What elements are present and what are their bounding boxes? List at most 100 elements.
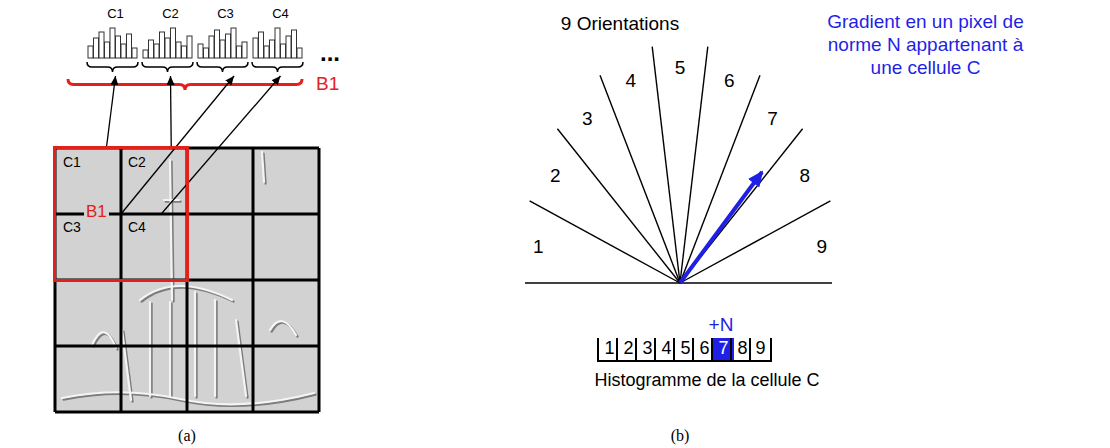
- histogram-bar: [281, 44, 286, 58]
- panel-caption: (b): [671, 426, 690, 445]
- cell-box: C4: [121, 214, 188, 279]
- grid-line: [55, 345, 319, 348]
- block-box: B1 C1 C2C3 C4: [53, 146, 189, 282]
- orientation-number: 2: [550, 164, 561, 187]
- histogram-bar: [204, 48, 209, 58]
- grid-line: [55, 411, 319, 414]
- cell-to-histogram-arrow: [170, 76, 172, 149]
- histogram-bar: [154, 44, 159, 58]
- histogram-bar: [110, 28, 115, 58]
- fan-line: [557, 129, 680, 283]
- histogram-bar: [116, 36, 121, 58]
- cell-brace: [87, 62, 138, 72]
- histogram-bar: [297, 48, 302, 58]
- cell-histogram: C4: [250, 6, 311, 76]
- histogram-bar: [226, 34, 231, 58]
- histogram-bar: [286, 36, 291, 58]
- histogram-bar: [242, 42, 247, 58]
- cell-to-histogram-arrow: [106, 76, 115, 149]
- cell-label: C1: [85, 6, 146, 21]
- cell-histogram: C3: [195, 6, 256, 76]
- cell-brace: [197, 62, 248, 72]
- orientation-number: 6: [724, 69, 735, 92]
- cell-histogram: C1: [85, 6, 146, 76]
- histogram-bar: [143, 50, 148, 58]
- orientation-number: 4: [626, 69, 637, 92]
- fan-line: [530, 201, 680, 283]
- gradient-arrow: [680, 172, 762, 283]
- histogram-bar: [264, 46, 269, 58]
- bin-number: 1: [599, 338, 620, 358]
- orientation-number: 5: [675, 56, 686, 79]
- histogram-bar: [132, 48, 137, 58]
- histogram-bar: [88, 46, 93, 58]
- histogram-bar: [259, 32, 264, 58]
- bin-number: 6: [694, 338, 715, 358]
- histogram-bar: [209, 36, 214, 58]
- histogram-bar: [270, 40, 275, 58]
- orientation-fan: [525, 47, 832, 283]
- cell-box: C2: [121, 149, 188, 214]
- bin-number: 7: [713, 338, 734, 358]
- cell-to-histogram-arrow: [161, 76, 280, 214]
- histogram-bar: [94, 38, 99, 58]
- fan-line: [680, 201, 830, 283]
- histogram-bar: [198, 44, 203, 58]
- cell-label: C2: [128, 154, 181, 170]
- orientation-number: 9: [817, 234, 828, 257]
- bin-number: 8: [732, 338, 753, 358]
- fan-line: [600, 75, 680, 283]
- bin-number: 9: [751, 338, 770, 358]
- histogram-bar: [231, 28, 236, 58]
- orientation-number: 7: [767, 106, 778, 129]
- histogram-bar: [105, 42, 110, 58]
- histogram-bar: [127, 34, 132, 58]
- histogram-bar: [187, 36, 192, 58]
- histogram-bars: [88, 28, 302, 58]
- histogram-bar: [275, 28, 280, 58]
- block-brace: [68, 79, 302, 90]
- cell-label: C4: [250, 6, 311, 21]
- histogram-bar: [171, 28, 176, 58]
- cell-label: C3: [195, 6, 256, 21]
- cell-brace: [252, 62, 303, 72]
- bin-number: 4: [656, 338, 677, 358]
- braces: [68, 62, 303, 90]
- histogram-bar: [165, 38, 170, 58]
- cell-brace: [142, 62, 193, 72]
- cell-label: C1: [63, 154, 116, 170]
- increment-label: +N: [709, 313, 734, 336]
- cell-label: C2: [140, 6, 201, 21]
- histogram-bar: [215, 30, 220, 58]
- histogram-bin: 9: [749, 338, 772, 362]
- cell-histogram: C2: [140, 6, 201, 76]
- histogram-bar: [121, 44, 126, 58]
- fan-line: [680, 129, 803, 283]
- block-label: B1: [84, 202, 109, 221]
- histogram-bar: [292, 30, 297, 58]
- cell-box: C3: [56, 214, 123, 279]
- fan-title: 9 Orientations: [561, 12, 679, 35]
- histogram-bar: [237, 46, 242, 58]
- histogram-bar: [182, 46, 187, 58]
- bin-number: 5: [675, 338, 696, 358]
- orientation-number: 3: [582, 106, 593, 129]
- bin-number: 3: [637, 338, 658, 358]
- histogram-bar: [220, 40, 225, 58]
- ellipsis: ...: [320, 38, 340, 67]
- cell-label: C4: [128, 219, 181, 235]
- fan-line: [680, 47, 708, 283]
- cell-to-histogram-arrow: [121, 76, 234, 214]
- histogram-bar: [160, 32, 165, 58]
- bin-number: 2: [618, 338, 639, 358]
- histogram-title: Histogramme de la cellule C: [594, 369, 819, 391]
- gradient-note: Gradient en un pixel de norme N apparten…: [818, 10, 1033, 79]
- histogram-bar: [253, 38, 258, 58]
- block-label: B1: [316, 72, 339, 95]
- cell-label: C3: [63, 219, 116, 235]
- histogram-bar: [99, 32, 104, 58]
- orientation-number: 8: [799, 164, 810, 187]
- histogram-bar: [149, 40, 154, 58]
- panel-caption: (a): [178, 426, 196, 445]
